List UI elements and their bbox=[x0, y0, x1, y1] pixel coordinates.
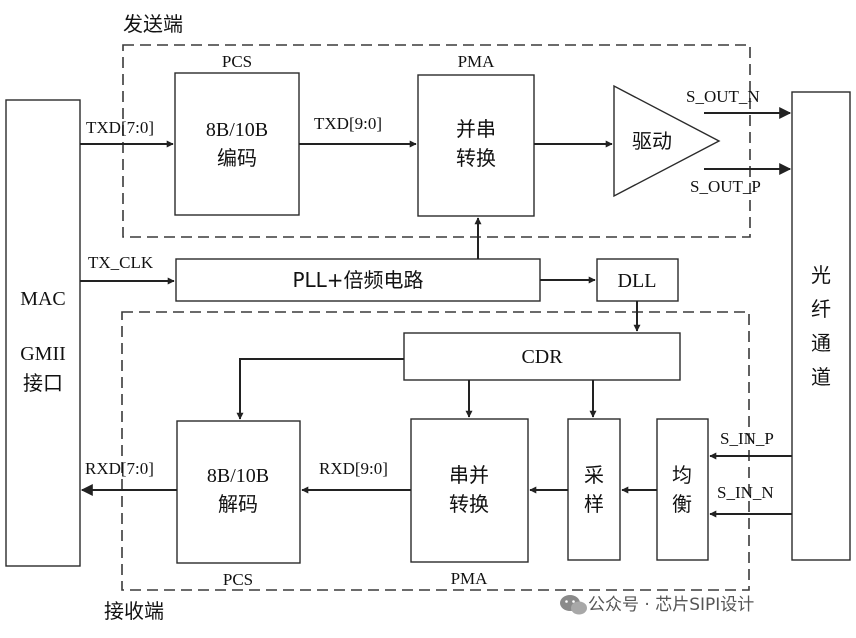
s-in-n-label: S_IN_N bbox=[717, 483, 774, 502]
tx-clk-label: TX_CLK bbox=[88, 253, 154, 272]
sampler-label-1: 采 bbox=[584, 463, 604, 487]
deserializer-block bbox=[410, 418, 529, 563]
cdr-label: CDR bbox=[521, 346, 563, 368]
encoder-label-1: 8B/10B bbox=[206, 119, 268, 141]
rx-region-box bbox=[121, 311, 750, 591]
s-out-n-label: S_OUT_N bbox=[686, 87, 760, 106]
sampler-block bbox=[567, 418, 621, 561]
s-out-p-label: S_OUT_P bbox=[690, 177, 761, 196]
mac-block bbox=[5, 99, 81, 567]
encoder-label-2: 编码 bbox=[217, 146, 257, 170]
wechat-logo-icon bbox=[560, 595, 587, 615]
txd-enc-label: TXD[9:0] bbox=[314, 114, 382, 133]
equalizer-label-2: 衡 bbox=[672, 492, 692, 516]
dll-label: DLL bbox=[618, 270, 657, 292]
tx-pma-title: PMA bbox=[458, 52, 496, 71]
equalizer-label-1: 均 bbox=[672, 463, 692, 487]
encoder-block bbox=[174, 72, 300, 216]
rx-pma-title: PMA bbox=[451, 569, 489, 588]
fiber-label-2: 纤 bbox=[811, 297, 831, 321]
serializer-block bbox=[417, 74, 535, 217]
pll-block bbox=[175, 258, 541, 302]
fiber-channel-block bbox=[791, 91, 851, 561]
mac-label-1: MAC bbox=[20, 288, 66, 310]
tx-pcs-title: PCS bbox=[222, 52, 252, 71]
watermark-text: 公众号 · 芯片SIPI设计 bbox=[588, 595, 754, 615]
fiber-label-3: 通 bbox=[811, 331, 831, 355]
pll-label: PLL+倍频电路 bbox=[292, 268, 423, 292]
cdr-to-decoder-arrow bbox=[236, 358, 404, 420]
decoder-block bbox=[176, 420, 301, 564]
deserializer-label-2: 转换 bbox=[449, 492, 489, 516]
deserializer-label-1: 串并 bbox=[449, 463, 489, 487]
dll-block bbox=[596, 258, 679, 302]
tx-region-box bbox=[122, 44, 751, 238]
cdr-block bbox=[403, 332, 681, 381]
rxd-out-label: RXD[7:0] bbox=[85, 459, 154, 478]
mac-label-2: GMII bbox=[20, 343, 66, 365]
driver-triangle bbox=[613, 84, 721, 198]
rx-region-label: 接收端 bbox=[104, 599, 164, 623]
txd-in-label: TXD[7:0] bbox=[86, 118, 154, 137]
fiber-label-4: 道 bbox=[811, 365, 831, 389]
sampler-label-2: 样 bbox=[584, 492, 604, 516]
rx-pcs-title: PCS bbox=[223, 570, 253, 589]
equalizer-block bbox=[656, 418, 709, 561]
serializer-label-1: 并串 bbox=[456, 117, 496, 141]
decoder-label-1: 8B/10B bbox=[207, 465, 269, 487]
decoder-label-2: 解码 bbox=[218, 492, 258, 516]
tx-region-label: 发送端 bbox=[123, 12, 183, 36]
driver-label: 驱动 bbox=[632, 129, 672, 153]
fiber-label-1: 光 bbox=[811, 263, 831, 287]
rxd-dec-label: RXD[9:0] bbox=[319, 459, 388, 478]
serializer-label-2: 转换 bbox=[456, 146, 496, 170]
mac-label-3: 接口 bbox=[23, 371, 63, 395]
s-in-p-label: S_IN_P bbox=[720, 429, 774, 448]
